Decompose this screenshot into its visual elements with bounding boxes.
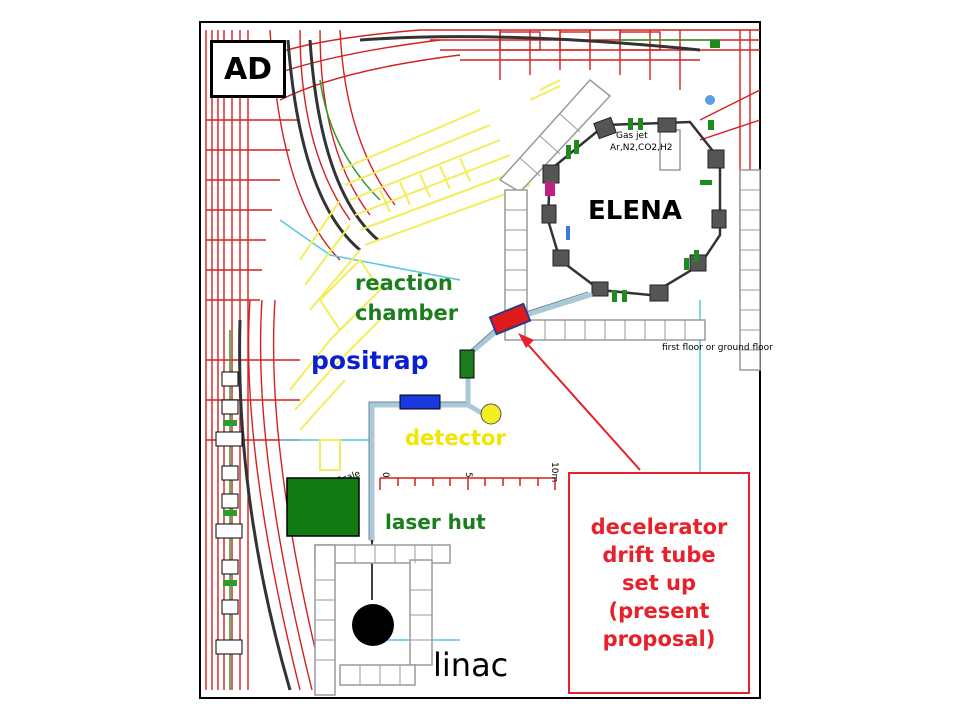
yellow-shielding	[289, 79, 561, 471]
reaction-chamber-label: reaction chamber	[355, 271, 459, 325]
elena-shielding-seams	[505, 113, 760, 351]
decelerator-note-text: decelerator drift tube set up (present p…	[590, 515, 728, 651]
linac-shielding-seams	[315, 545, 433, 685]
decelerator-element	[488, 302, 532, 336]
positrap-label: positrap	[311, 346, 429, 375]
decelerator-arrow-head	[518, 333, 534, 348]
elena-magenta-element	[545, 182, 555, 196]
detector-label: detector	[405, 426, 506, 450]
elena-magnets	[541, 116, 727, 302]
scale-five: 5	[463, 472, 473, 478]
elena-shielding	[498, 78, 761, 371]
ad-ring-dark	[238, 35, 701, 691]
left-green-elements	[223, 420, 237, 586]
elena-green-elements	[566, 40, 720, 302]
linac-source	[352, 604, 394, 646]
decelerator-arrow-line	[521, 337, 641, 471]
detector-element	[480, 403, 502, 425]
scale-ten: 10m	[549, 462, 559, 482]
elena-blue-element	[566, 226, 570, 240]
left-beam-elements	[215, 371, 243, 655]
scale-zero: 0	[380, 472, 390, 478]
laser-hut-label: laser hut	[385, 510, 486, 534]
positrap-element	[399, 394, 441, 410]
laser-hut-block	[286, 477, 360, 537]
linac-shielding	[314, 544, 451, 696]
ad-label-box: AD	[210, 40, 286, 98]
elena-gas-jet-element	[705, 95, 715, 105]
linac-label: linac	[433, 646, 509, 684]
floor-note-line: first floor or ground floor	[662, 343, 773, 353]
gas-species-label: Ar,N2,CO2,H2	[610, 143, 673, 153]
ad-label: AD	[223, 51, 273, 87]
scale-bar	[379, 477, 556, 490]
elena-label: ELENA	[588, 196, 682, 226]
decelerator-note-box: decelerator drift tube set up (present p…	[568, 472, 750, 694]
gas-jet-label: Gas jet	[616, 131, 648, 141]
reaction-chamber-element	[459, 349, 475, 379]
